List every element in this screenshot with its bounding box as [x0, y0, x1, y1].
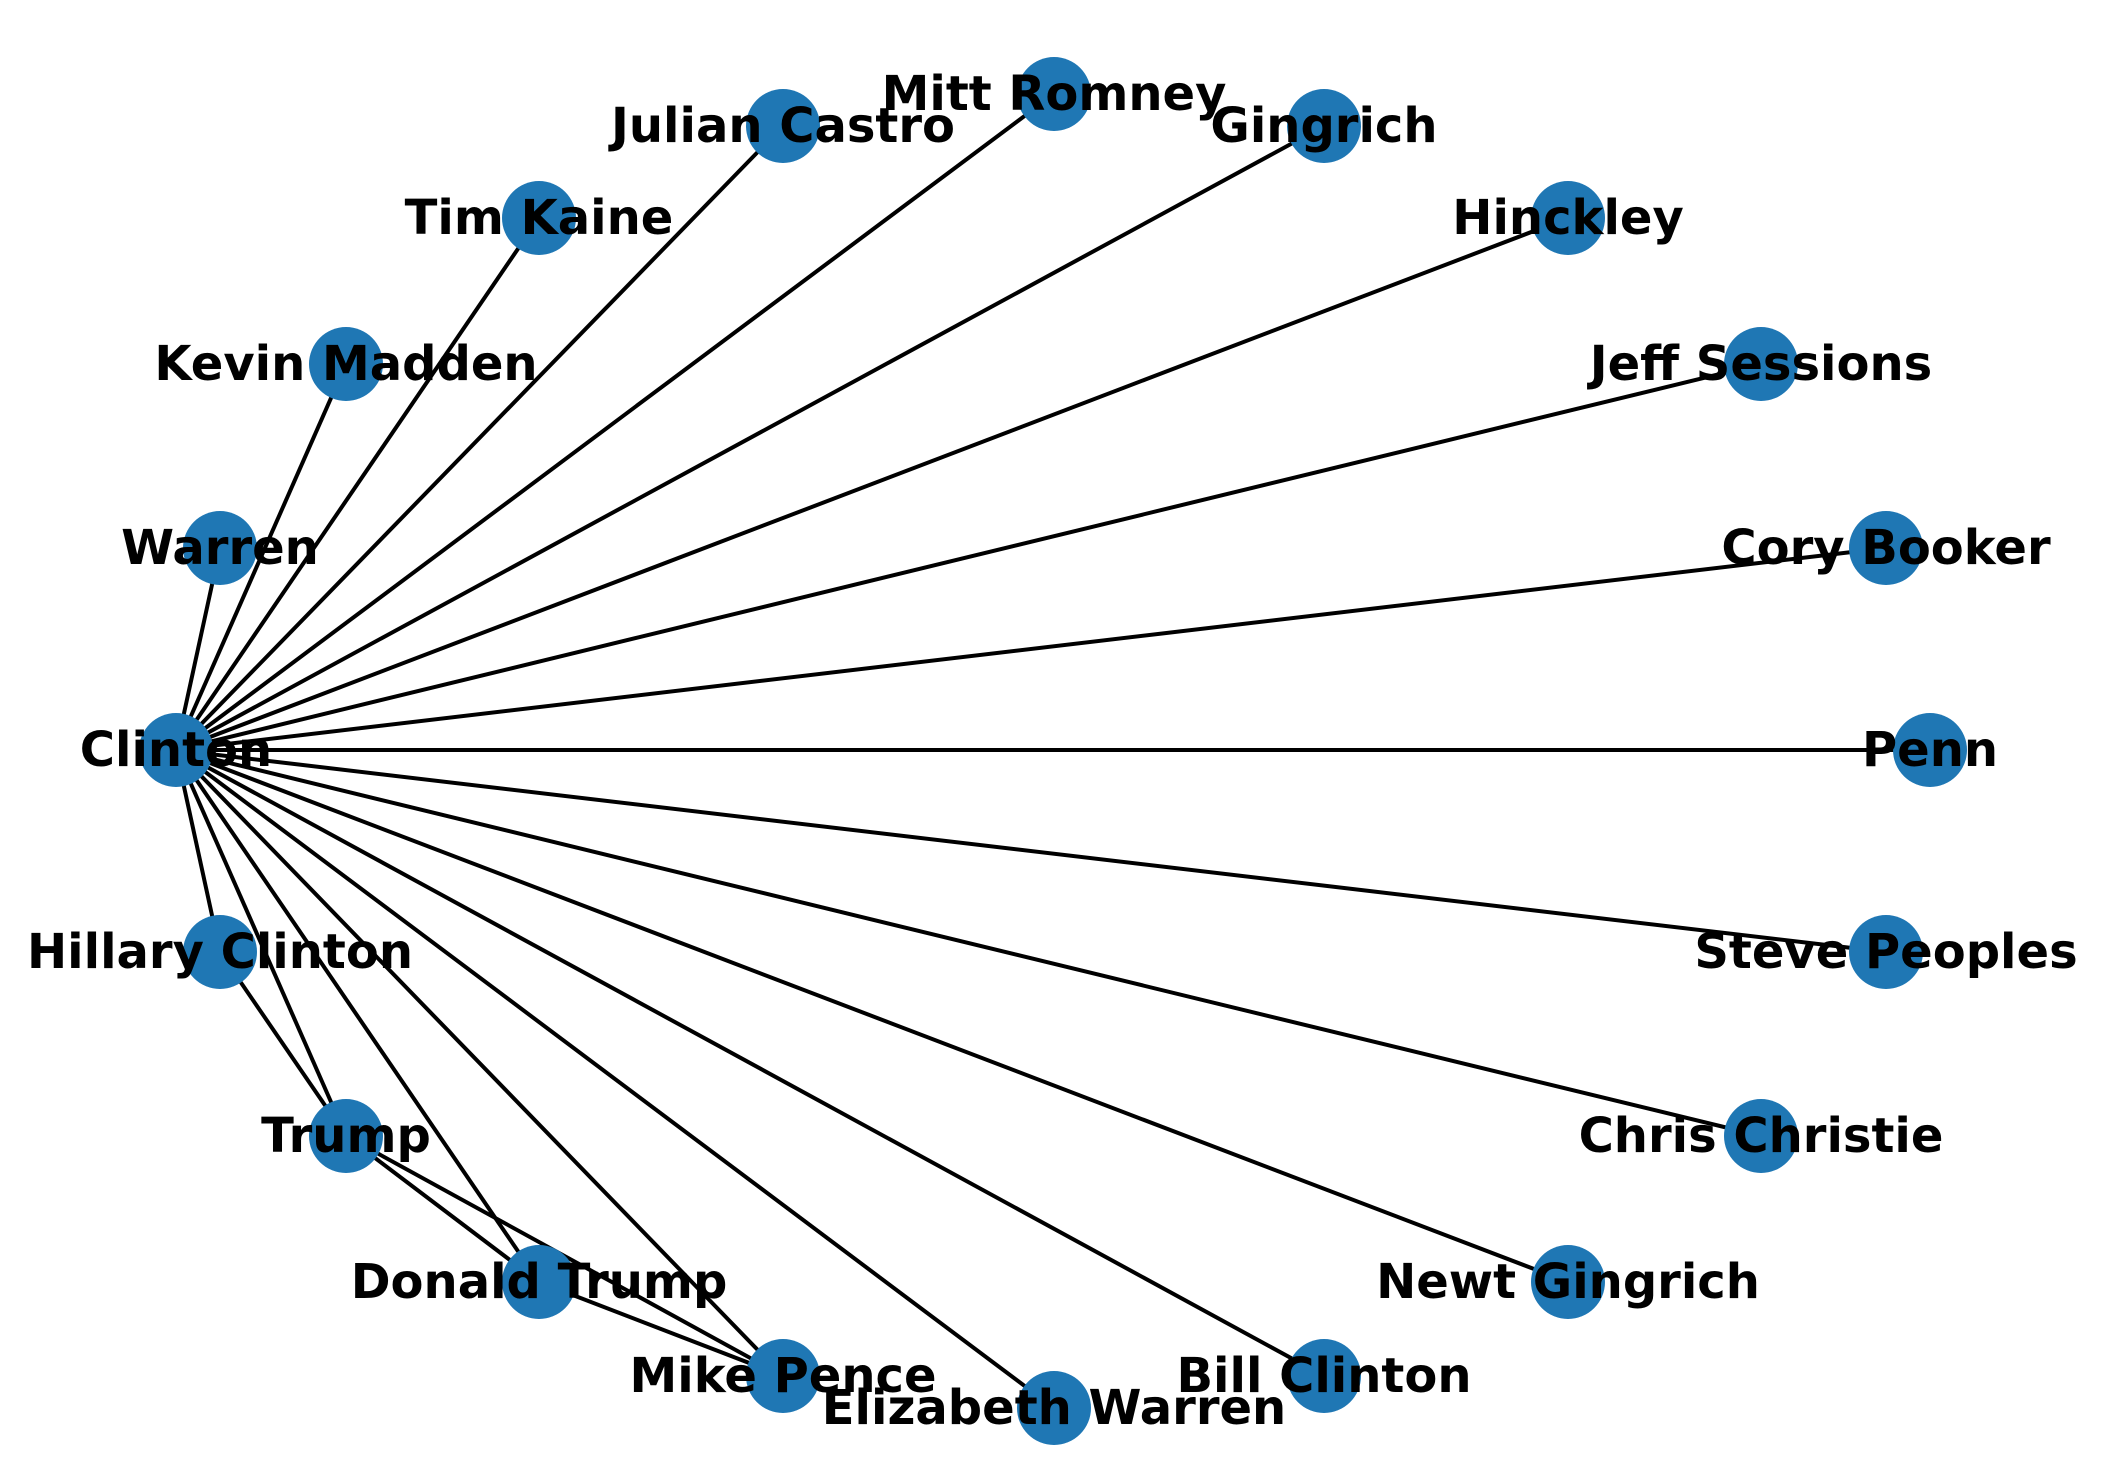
edge-clinton-mike-pence — [174, 748, 785, 1378]
edge-clinton-jeff-sessions — [175, 362, 1762, 752]
node-hinckley — [1531, 181, 1605, 255]
node-label-hillary-clinton: Hillary Clinton — [27, 924, 413, 980]
node-label-tim-kaine: Tim Kaine — [405, 190, 674, 246]
node-clinton — [139, 713, 213, 787]
node-label-kevin-madden: Kevin Madden — [154, 336, 537, 392]
node-mike-pence — [746, 1339, 820, 1413]
nodes-layer — [139, 57, 1967, 1445]
edge-clinton-julian-castro — [174, 124, 785, 752]
node-label-clinton: Clinton — [80, 722, 272, 778]
edge-clinton-trump — [174, 749, 348, 1137]
edge-clinton-donald-trump — [174, 748, 541, 1284]
node-bill-clinton — [1287, 1339, 1361, 1413]
edge-trump-donald-trump — [344, 1134, 541, 1284]
edges-layer — [174, 92, 1930, 1410]
node-label-steve-peoples: Steve Peoples — [1694, 924, 2077, 980]
edge-clinton-tim-kaine — [174, 216, 541, 752]
node-elizabeth-warren — [1017, 1371, 1091, 1445]
edge-hillary-clinton-trump — [218, 950, 348, 1138]
edge-clinton-cory-booker — [175, 546, 1887, 752]
node-newt-gingrich — [1531, 1245, 1605, 1319]
node-label-mike-pence: Mike Pence — [629, 1348, 936, 1404]
node-tim-kaine — [502, 181, 576, 255]
node-julian-castro — [746, 89, 820, 163]
node-label-newt-gingrich: Newt Gingrich — [1376, 1254, 1760, 1310]
node-trump — [309, 1099, 383, 1173]
node-label-jeff-sessions: Jeff Sessions — [1587, 336, 1932, 392]
node-steve-peoples — [1849, 915, 1923, 989]
node-label-trump: Trump — [261, 1108, 431, 1164]
edge-clinton-elizabeth-warren — [174, 748, 1056, 1410]
labels-layer: Clinton Warren Kevin Madden Tim Kaine Julian… — [27, 66, 2078, 1436]
node-label-mitt-romney: Mitt Romney — [882, 66, 1227, 122]
node-label-penn: Penn — [1862, 722, 1998, 778]
node-donald-trump — [502, 1245, 576, 1319]
node-chris-christie — [1724, 1099, 1798, 1173]
node-label-gingrich: Gingrich — [1210, 98, 1437, 154]
edge-clinton-steve-peoples — [175, 748, 1887, 954]
node-cory-booker — [1849, 511, 1923, 585]
edge-clinton-kevin-madden — [174, 363, 348, 751]
node-label-bill-clinton: Bill Clinton — [1176, 1348, 1471, 1404]
node-label-hinckley: Hinckley — [1452, 190, 1683, 246]
node-label-warren: Warren — [121, 520, 319, 576]
node-label-elizabeth-warren: Elizabeth Warren — [822, 1380, 1286, 1436]
node-gingrich — [1287, 89, 1361, 163]
node-label-cory-booker: Cory Booker — [1721, 520, 2051, 576]
node-kevin-madden — [309, 327, 383, 401]
edge-clinton-bill-clinton — [175, 748, 1325, 1378]
node-mitt-romney — [1017, 57, 1091, 131]
edge-clinton-hinckley — [175, 216, 1569, 752]
node-hillary-clinton — [183, 915, 257, 989]
node-jeff-sessions — [1724, 327, 1798, 401]
node-penn — [1893, 713, 1967, 787]
node-label-julian-castro: Julian Castro — [608, 98, 955, 154]
edge-clinton-gingrich — [175, 124, 1325, 752]
node-label-donald-trump: Donald Trump — [351, 1254, 728, 1310]
edge-clinton-mitt-romney — [174, 92, 1056, 752]
node-warren — [183, 511, 257, 585]
node-label-chris-christie: Chris Christie — [1579, 1108, 1944, 1164]
edge-clinton-newt-gingrich — [175, 748, 1569, 1284]
edge-donald-trump-mike-pence — [538, 1280, 784, 1378]
edge-clinton-chris-christie — [175, 748, 1762, 1138]
